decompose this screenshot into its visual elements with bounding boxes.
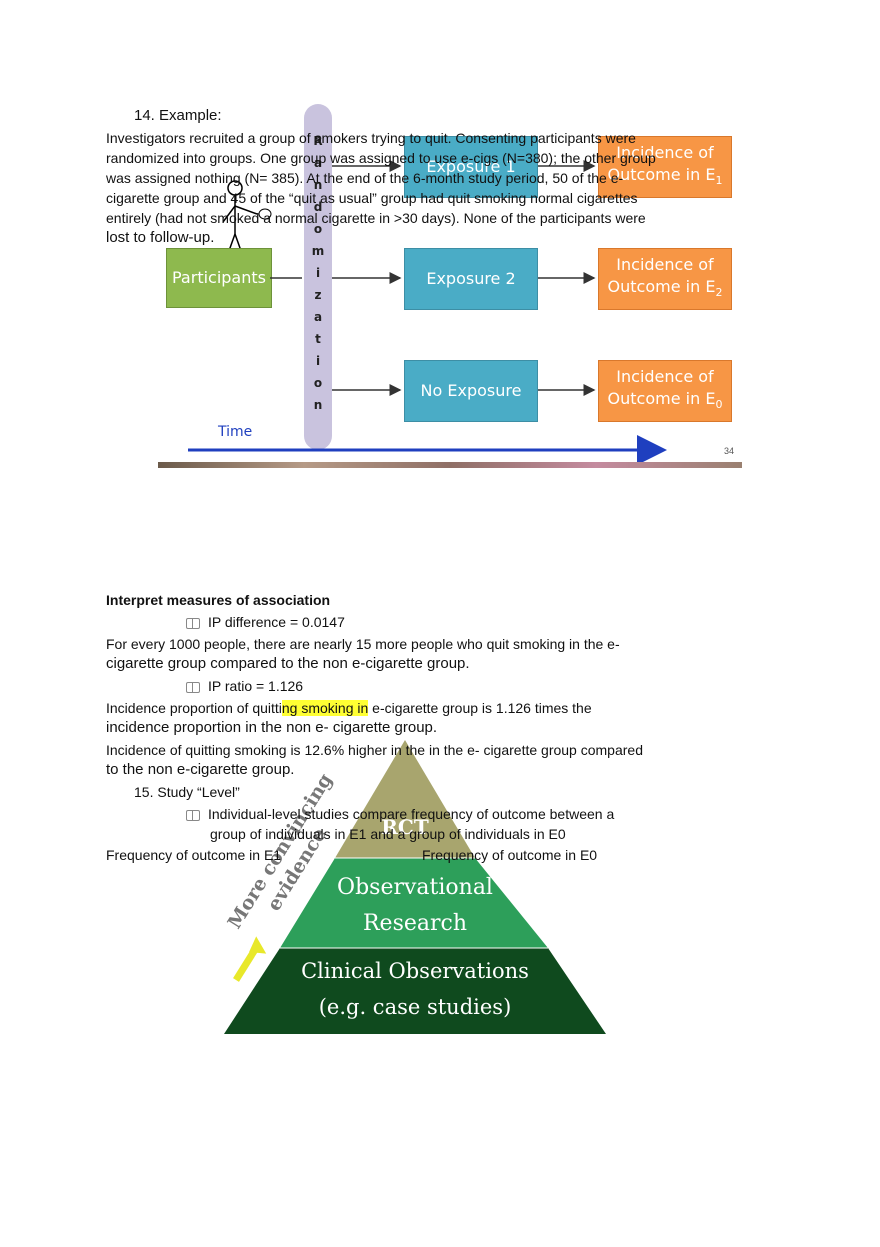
pyramid-middle-label-1: Observational — [337, 875, 493, 900]
no-exposure-box: No Exposure — [404, 360, 538, 422]
outcome-e2-box: Incidence of Outcome in E2 — [598, 248, 732, 310]
exposure1-label: Exposure 1 — [426, 157, 516, 176]
interpret-line: incidence proportion in the non e- cigar… — [106, 719, 438, 736]
outcome-e2-line2: Outcome in E2 — [607, 276, 723, 300]
exposure1-box: Exposure 1 — [404, 136, 538, 198]
section15-bullet-continued: group of individuals in E1 and a group o… — [210, 826, 566, 842]
pyramid-bottom-tier — [224, 948, 606, 1034]
randomization-letter: n — [313, 398, 323, 412]
randomization-letter: a — [313, 156, 323, 170]
no-exposure-label: No Exposure — [420, 381, 522, 400]
interpret-line: cigarette group compared to the non e-ci… — [106, 655, 470, 672]
section15-bullet: Individual-level studies compare frequen… — [186, 804, 614, 824]
ip-ratio-bullet: IP ratio = 1.126 — [186, 676, 303, 696]
flow-arrows — [188, 160, 667, 465]
pyramid-middle-label-2: Research — [363, 911, 467, 936]
pyramid-top-label: RCT — [381, 815, 429, 839]
slide-bottom-strip — [158, 462, 742, 468]
highlighted-text: ng smoking in — [281, 700, 369, 716]
book-icon — [186, 681, 200, 693]
randomization-letter: R — [313, 134, 323, 148]
pyramid-middle-tier — [280, 858, 548, 948]
randomization-letter: i — [315, 354, 321, 368]
outcome-e0-line1: Incidence of — [616, 366, 714, 386]
randomization-bar — [304, 104, 332, 450]
interpret-line: to the non e-cigarette group. — [106, 761, 295, 778]
interpret-line: Incidence proportion of quitting smoking… — [106, 700, 592, 716]
interpret-heading: Interpret measures of association — [106, 592, 331, 608]
section15-heading: 15. Study “Level” — [134, 784, 240, 800]
randomization-letter: t — [315, 332, 321, 346]
frequency-e1-label: Frequency of outcome in E1 — [106, 847, 282, 863]
pyramid-top-tier — [335, 740, 475, 858]
participants-label: Participants — [172, 268, 266, 287]
time-label: Time — [218, 424, 253, 440]
randomization-letter: d — [313, 200, 323, 214]
ip-difference-bullet: IP difference = 0.0147 — [186, 612, 345, 632]
section14-line: was assigned nothing (N= 385). At the en… — [106, 170, 624, 186]
interpret-line: Incidence of quitting smoking is 12.6% h… — [106, 742, 643, 758]
outcome-e1-line1: Incidence of — [616, 142, 714, 162]
frequency-e0-label: Frequency of outcome in E0 — [422, 847, 598, 863]
outcome-e1-line2: Outcome in E1 — [607, 164, 723, 188]
section14-heading: 14. Example: — [134, 107, 222, 124]
pyramid-bottom-label-1: Clinical Observations — [301, 959, 529, 983]
pyramid-arrow-up-icon — [233, 936, 267, 982]
randomization-letter: i — [315, 266, 321, 280]
outcome-e0-line2: Outcome in E0 — [607, 388, 723, 412]
evidence-pyramid: RCT Observational Research Clinical Obse… — [224, 740, 606, 1034]
outcome-e2-line1: Incidence of — [616, 254, 714, 274]
interpret-line: For every 1000 people, there are nearly … — [106, 636, 620, 652]
outcome-e1-box: Incidence of Outcome in E1 — [598, 136, 732, 198]
randomization-letter: a — [313, 310, 323, 324]
exposure2-box: Exposure 2 — [404, 248, 538, 310]
pyramid-bottom-label-2: (e.g. case studies) — [319, 995, 512, 1019]
ip-ratio-text: IP ratio = 1.126 — [208, 678, 304, 694]
section14-line: cigarette group and 45 of the “quit as u… — [106, 190, 638, 206]
section14-line: entirely (had not smoked a normal cigare… — [106, 210, 646, 226]
section15-bullet-text: Individual-level studies compare frequen… — [208, 806, 615, 822]
randomization-letter: z — [314, 288, 322, 302]
randomization-letter: m — [311, 244, 325, 258]
randomization-letter: n — [313, 178, 323, 192]
section14-line: lost to follow-up. — [106, 229, 215, 246]
randomization-letter: o — [313, 376, 323, 390]
book-icon — [186, 809, 200, 821]
section14-line: Investigators recruited a group of smoke… — [106, 130, 636, 146]
slide-number: 34 — [724, 446, 735, 456]
outcome-e0-box: Incidence of Outcome in E0 — [598, 360, 732, 422]
randomization-letter: o — [313, 222, 323, 236]
section14-line: randomized into groups. One group was as… — [106, 150, 656, 166]
book-icon — [186, 617, 200, 629]
exposure2-label: Exposure 2 — [426, 269, 516, 288]
ip-difference-text: IP difference = 0.0147 — [208, 614, 345, 630]
section14-paragraph: Investigators recruited a group of smoke… — [106, 128, 656, 248]
